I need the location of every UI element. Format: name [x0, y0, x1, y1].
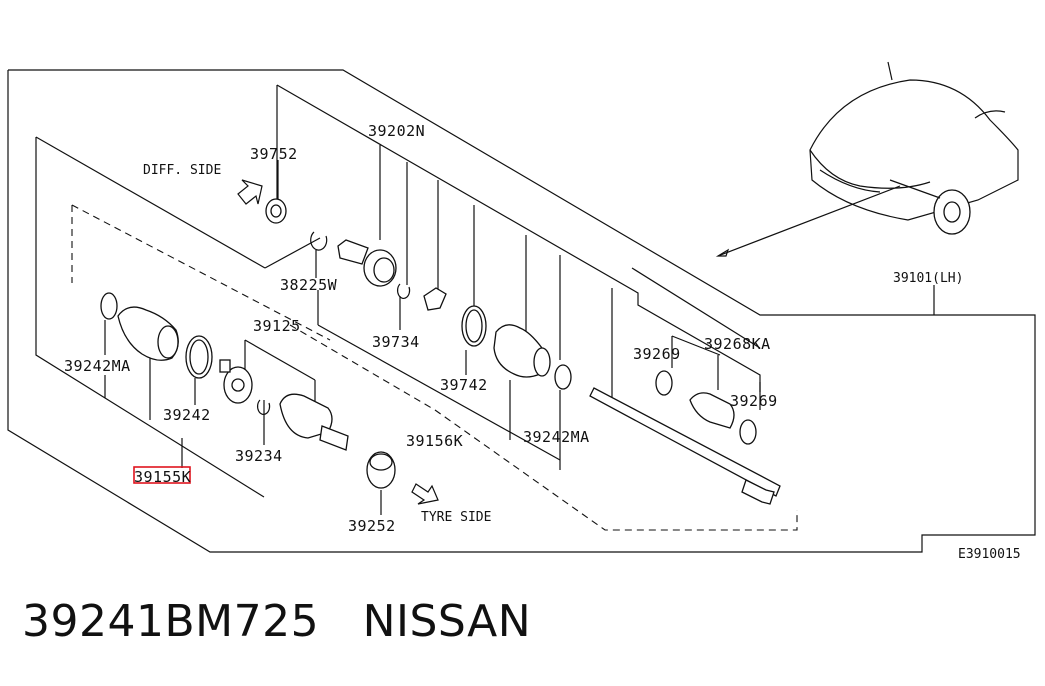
label-tyre-side: TYRE SIDE [421, 510, 491, 525]
label-39252: 39252 [348, 517, 396, 535]
label-39202n: 39202N [368, 122, 425, 140]
shaft [589, 387, 781, 497]
label-39125: 39125 [253, 317, 301, 335]
label-39242ma-right: 39242MA [523, 428, 590, 446]
label-39269-bottom: 39269 [730, 392, 778, 410]
housing-39202n [337, 239, 369, 265]
pointer-line [717, 185, 901, 257]
part-shapes [100, 198, 781, 505]
label-39155k: 39155K [134, 468, 191, 486]
label-39268ka: 39268KA [704, 335, 771, 353]
highlight-box [133, 466, 191, 484]
band-39269-top [655, 370, 673, 396]
label-diff-side: DIFF. SIDE [143, 163, 221, 178]
label-39269-top: 39269 [633, 345, 681, 363]
frame-lines [7, 69, 1036, 553]
tyre-side-arrow-icon [411, 483, 439, 505]
label-39156k: 39156K [406, 432, 463, 450]
footer-caption: 39241BM725 NISSAN [22, 596, 531, 647]
circlip-38225w [310, 231, 328, 251]
label-39242: 39242 [163, 406, 211, 424]
band-39269-bottom [739, 419, 757, 445]
damper-39268ka [689, 392, 735, 429]
band-39242ma-left [100, 292, 118, 320]
brand-name: NISSAN [362, 596, 532, 647]
part-number: 39241BM725 [22, 596, 320, 647]
clip-39734 [396, 283, 411, 300]
clip-39234 [256, 399, 271, 416]
label-39742: 39742 [440, 376, 488, 394]
label-38225w: 38225W [280, 276, 338, 294]
label-39101: 39101(LH) [893, 271, 963, 286]
bracket [423, 287, 447, 311]
leader-lines [104, 145, 935, 515]
part-labels: 39752 39202N DIFF. SIDE 38225W 39125 397… [64, 122, 1021, 562]
label-39234: 39234 [235, 447, 283, 465]
band-39242ma-right [554, 364, 572, 390]
label-ref-code: E3910015 [958, 547, 1021, 562]
direction-arrows [237, 179, 439, 505]
car-thumbnail [715, 61, 1019, 257]
label-39734: 39734 [372, 333, 420, 351]
inner-joint-39155k [279, 393, 333, 439]
diff-side-arrow-icon [237, 179, 263, 205]
label-39752: 39752 [250, 145, 298, 163]
label-39242ma-left: 39242MA [64, 357, 131, 375]
